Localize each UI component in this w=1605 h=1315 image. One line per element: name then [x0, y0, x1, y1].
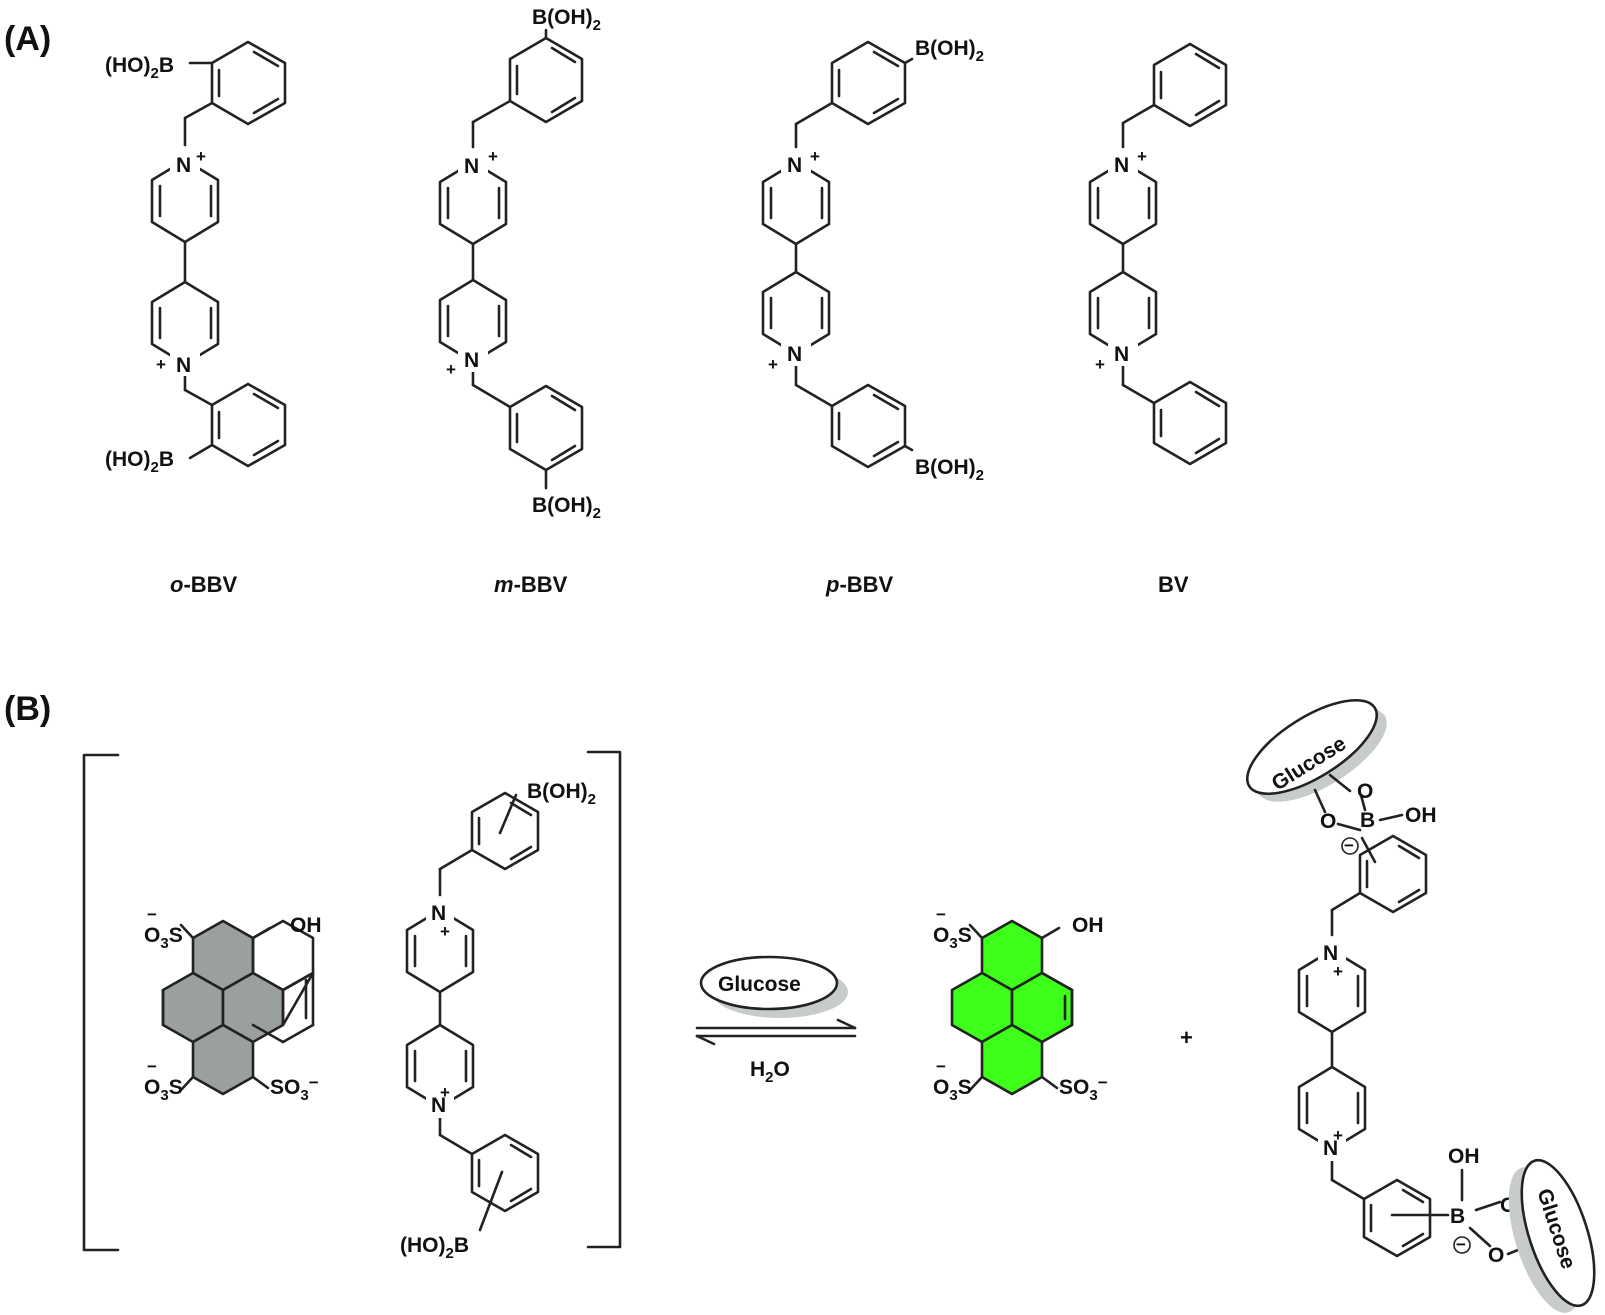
hpts-q-so3-bl: O3S	[144, 1076, 183, 1104]
p-bbv-boronic-bottom: B(OH)2	[915, 456, 984, 484]
hpts-f-so3-bl: O3S	[933, 1076, 972, 1104]
gb-n-bottom: N	[1323, 1137, 1338, 1160]
hpts-fluorescent-structure: − O3S OH − O3S SO3−	[933, 905, 1108, 1104]
compound-name-m-bbv: m-BBV	[494, 572, 568, 597]
bbv-generic-structure: N + N + B(OH)2 (HO)2B	[400, 780, 596, 1262]
gb-b-top: B	[1360, 809, 1375, 832]
p-bbv-structure: N + N + B(OH)2 B(OH)2	[761, 37, 984, 484]
glucose-reagent-label: Glucose	[718, 973, 801, 996]
water-label: H2O	[750, 1058, 790, 1086]
right-bracket	[586, 750, 622, 1249]
hpts-fluorescent-rings	[950, 919, 1074, 1096]
hpts-quenched-structure: − O3S OH − O3S SO3−	[144, 905, 322, 1104]
m-bbv-n-bottom-charge: +	[446, 360, 456, 379]
gb-b-top-charge: −	[1344, 836, 1354, 855]
p-bbv-n-top-charge: +	[810, 147, 820, 166]
hpts-f-so3-top-charge: −	[936, 905, 946, 924]
left-bracket	[82, 753, 120, 1252]
hpts-q-oh: OH	[290, 914, 322, 937]
gb-o-top-1: O	[1357, 780, 1373, 803]
gb-n-top: N	[1323, 942, 1338, 965]
hpts-quenched-rings	[161, 919, 315, 1096]
bbv-g-n-top: N	[431, 902, 446, 925]
o-bbv-n-top: N	[176, 154, 191, 177]
p-bbv-n-bottom: N	[787, 343, 802, 366]
m-bbv-n-top: N	[464, 155, 479, 178]
gb-oh-bottom: OH	[1448, 1145, 1480, 1168]
gb-n-bottom-charge: +	[1333, 1126, 1343, 1145]
gb-o-bottom-2: O	[1488, 1244, 1504, 1267]
hpts-q-so3-top: O3S	[144, 924, 183, 952]
glucose-bound-bbv-structure: Glucose	[1245, 698, 1596, 1313]
o-bbv-n-top-charge: +	[196, 147, 206, 166]
glucose-top-oval	[1245, 698, 1379, 796]
panel-label-a: (A)	[4, 20, 51, 58]
bv-n-top-charge: +	[1137, 147, 1147, 166]
hpts-f-so3-br: SO3−	[1059, 1073, 1108, 1104]
bbv-g-boronic-bottom: (HO)2B	[400, 1234, 469, 1262]
m-bbv-n-top-charge: +	[488, 147, 498, 166]
p-bbv-n-bottom-charge: +	[768, 355, 778, 374]
o-bbv-boronic-top: (HO)2B	[105, 54, 174, 82]
m-bbv-n-bottom: N	[464, 349, 479, 372]
o-bbv-structure: N + N + (HO)2B (HO)2B	[105, 40, 287, 476]
equilibrium: Glucose H2O	[695, 955, 857, 1086]
bv-structure: N + N +	[1088, 42, 1228, 466]
reaction-plus: +	[1180, 1025, 1193, 1050]
gb-oh-top: OH	[1405, 804, 1437, 827]
bv-n-bottom: N	[1114, 343, 1129, 366]
p-bbv-n-top: N	[787, 154, 802, 177]
gb-o-top-2: O	[1320, 810, 1336, 833]
glucose-reagent-oval	[699, 955, 839, 1011]
gb-b-bottom: B	[1450, 1205, 1465, 1228]
bbv-g-n-top-charge: +	[440, 922, 450, 941]
o-bbv-boronic-bottom: (HO)2B	[105, 448, 174, 476]
o-bbv-n-bottom-charge: +	[156, 355, 166, 374]
hpts-q-so3-top-charge: −	[147, 905, 157, 924]
bv-n-bottom-charge: +	[1095, 355, 1105, 374]
hpts-q-so3-br: SO3−	[270, 1073, 319, 1104]
p-bbv-boronic-top: B(OH)2	[915, 37, 984, 65]
hpts-q-so3-bl-charge: −	[147, 1057, 157, 1076]
gb-b-bottom-charge: −	[1456, 1235, 1466, 1254]
gb-n-top-charge: +	[1333, 962, 1343, 981]
bv-n-top: N	[1114, 154, 1129, 177]
m-bbv-structure: N + N + B(OH)2 B(OH)2	[438, 6, 601, 522]
hpts-f-oh: OH	[1072, 914, 1104, 937]
m-bbv-boronic-top: B(OH)2	[532, 6, 601, 34]
o-bbv-n-bottom: N	[176, 354, 191, 377]
hpts-f-so3-top: O3S	[933, 924, 972, 952]
bbv-g-n-bottom-charge: +	[440, 1083, 450, 1102]
bbv-g-boronic-top: B(OH)2	[527, 780, 596, 808]
m-bbv-boronic-bottom: B(OH)2	[532, 494, 601, 522]
glucose-bottom-oval	[1520, 1158, 1596, 1308]
hpts-f-so3-bl-charge: −	[936, 1057, 946, 1076]
compound-name-o-bbv: o-BBV	[170, 572, 238, 597]
compound-name-p-bbv: p-BBV	[825, 572, 894, 597]
compound-name-bv: BV	[1158, 572, 1189, 597]
equilibrium-arrows	[695, 1018, 857, 1046]
bbv-g-n-bottom: N	[431, 1094, 446, 1117]
panel-label-b: (B)	[4, 690, 51, 728]
